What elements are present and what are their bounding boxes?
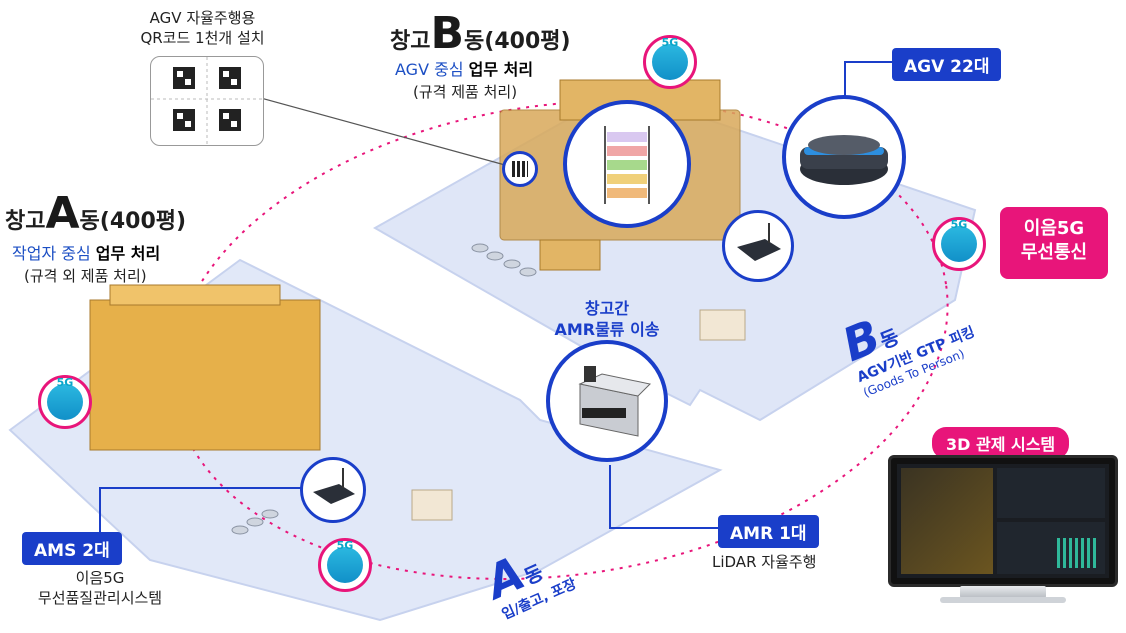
warehouse-b-title-suffix: 동(400평) bbox=[464, 29, 571, 54]
agv-count-badge: AGV 22대 bbox=[892, 48, 1002, 81]
control-monitor bbox=[888, 455, 1118, 587]
warehouse-b-title-letter: B bbox=[430, 8, 465, 59]
operator-station-a bbox=[411, 489, 453, 521]
warehouse-a-subtitle: 작업자 중심 업무 처리 bbox=[12, 244, 160, 264]
control-system-title: 3D 관제 시스템 bbox=[932, 427, 1070, 459]
agv-robot-zoom bbox=[782, 95, 906, 219]
network-badge-line2: 무선통신 bbox=[1020, 242, 1088, 263]
ams-sensor-zoom-b bbox=[722, 210, 794, 282]
wifi-icon bbox=[47, 384, 83, 420]
warehouse-a-subtitle-blue: 작업자 중심 bbox=[12, 244, 91, 263]
warehouse-a-title-prefix: 창고 bbox=[5, 209, 46, 234]
wifi-5g-icon-left: 5G bbox=[38, 375, 92, 429]
warehouse-b-title: 창고B동(400평) bbox=[390, 8, 571, 59]
warehouse-b-subtitle-black: 업무 처리 bbox=[468, 60, 534, 79]
warehouse-a-note: (규격 외 제품 처리) bbox=[24, 267, 147, 285]
shelf-rack-zoom bbox=[563, 100, 691, 228]
wifi-icon bbox=[652, 44, 688, 80]
transfer-label-line2: AMR물류 이송 bbox=[554, 320, 660, 339]
transfer-label-line1: 창고간 bbox=[584, 299, 630, 318]
warehouse-b-subtitle-blue: AGV 중심 bbox=[395, 60, 464, 79]
wifi-icon bbox=[327, 547, 363, 583]
warehouse-a-title-letter: A bbox=[45, 188, 80, 239]
ams-note-line1: 이음5G bbox=[75, 569, 125, 587]
monitor-stand bbox=[960, 586, 1046, 598]
amr-robot-zoom bbox=[546, 340, 668, 462]
ams-sensor-zoom-a bbox=[300, 457, 366, 523]
ams-note-line2: 무선품질관리시스템 bbox=[37, 589, 163, 607]
warehouse-a-shelves bbox=[89, 284, 321, 451]
wifi-icon bbox=[941, 226, 977, 262]
qr-note: AGV 자율주행용 QR코드 1천개 설치 bbox=[135, 8, 270, 48]
warehouse-a-title: 창고A동(400평) bbox=[5, 188, 186, 239]
wifi-5g-label: 5G bbox=[661, 36, 679, 49]
wifi-5g-icon-right: 5G bbox=[932, 217, 986, 271]
network-badge: 이음5G 무선통신 bbox=[1000, 207, 1108, 279]
ams-count-badge: AMS 2대 bbox=[22, 532, 122, 565]
ams-note: 이음5G 무선품질관리시스템 bbox=[20, 568, 180, 608]
wifi-5g-icon-bottom: 5G bbox=[318, 538, 372, 592]
network-coverage-ring bbox=[171, 100, 949, 580]
wifi-5g-icon-top: 5G bbox=[643, 35, 697, 89]
transfer-label: 창고간 AMR물류 이송 bbox=[548, 298, 666, 340]
amr-count-badge: AMR 1대 bbox=[718, 515, 819, 548]
qr-code-panel bbox=[150, 56, 264, 146]
monitor-screen bbox=[897, 464, 1109, 578]
warehouse-b-note: (규격 제품 처리) bbox=[413, 83, 518, 101]
network-badge-line1: 이음5G bbox=[1023, 218, 1085, 239]
qr-note-line1: AGV 자율주행용 bbox=[149, 9, 256, 27]
qr-note-line2: QR코드 1천개 설치 bbox=[140, 29, 265, 47]
monitor-base bbox=[940, 597, 1066, 603]
amr-note: LiDAR 자율주행 bbox=[712, 553, 817, 571]
warehouse-b-subtitle: AGV 중심 업무 처리 bbox=[395, 60, 533, 80]
warehouse-a-subtitle-black: 업무 처리 bbox=[95, 244, 161, 263]
warehouse-a-title-suffix: 동(400평) bbox=[79, 209, 187, 234]
qr-code-on-floor bbox=[502, 151, 538, 187]
warehouse-b-title-prefix: 창고 bbox=[390, 29, 431, 54]
wifi-5g-label: 5G bbox=[56, 376, 74, 389]
wifi-5g-label: 5G bbox=[950, 218, 968, 231]
wifi-5g-label: 5G bbox=[336, 539, 354, 552]
operator-station-b bbox=[699, 309, 746, 341]
